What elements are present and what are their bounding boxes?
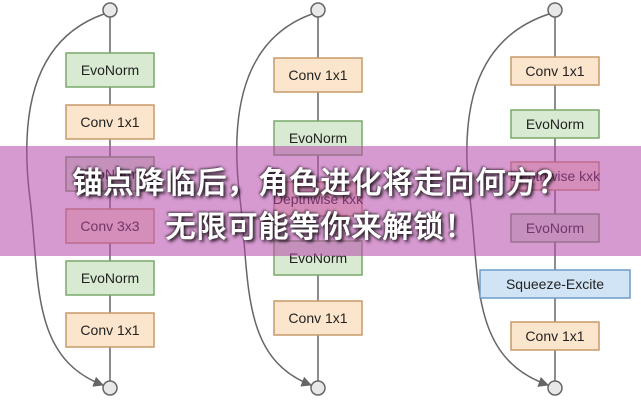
layer-box bbox=[65, 260, 155, 296]
banner-subline: 无限可能等你来解锁！ bbox=[165, 210, 476, 245]
layer-label: Conv 1x1 bbox=[525, 63, 584, 79]
output-node bbox=[102, 380, 118, 396]
layer-label: EvoNorm bbox=[289, 130, 347, 146]
layer-label: EvoNorm bbox=[81, 62, 139, 78]
layer-label: Conv 1x1 bbox=[525, 328, 584, 344]
layer-label: Conv 1x1 bbox=[288, 310, 347, 326]
layer-box bbox=[510, 56, 600, 86]
layer-label: Conv 1x1 bbox=[80, 322, 139, 338]
layer-box bbox=[65, 312, 155, 348]
layer-box bbox=[273, 300, 363, 336]
output-node bbox=[310, 380, 326, 396]
input-node bbox=[310, 2, 326, 18]
layer-label: EvoNorm bbox=[526, 116, 584, 132]
layer-label: EvoNorm bbox=[81, 270, 139, 286]
layer-label: Squeeze-Excite bbox=[506, 276, 604, 292]
layer-box bbox=[65, 104, 155, 140]
layer-label: Conv 1x1 bbox=[80, 114, 139, 130]
output-node bbox=[547, 380, 563, 396]
layer-box bbox=[510, 109, 600, 139]
promo-banner: 锚点降临后，角色进化将走向何方？ 无限可能等你来解锁！ bbox=[0, 146, 641, 256]
input-node bbox=[547, 2, 563, 18]
banner-headline: 锚点降临后，角色进化将走向何方？ bbox=[72, 166, 569, 201]
input-node bbox=[102, 2, 118, 18]
layer-box bbox=[510, 321, 600, 351]
layer-label: Conv 1x1 bbox=[288, 67, 347, 83]
layer-box bbox=[479, 269, 631, 299]
layer-box bbox=[273, 57, 363, 93]
layer-box bbox=[65, 52, 155, 88]
